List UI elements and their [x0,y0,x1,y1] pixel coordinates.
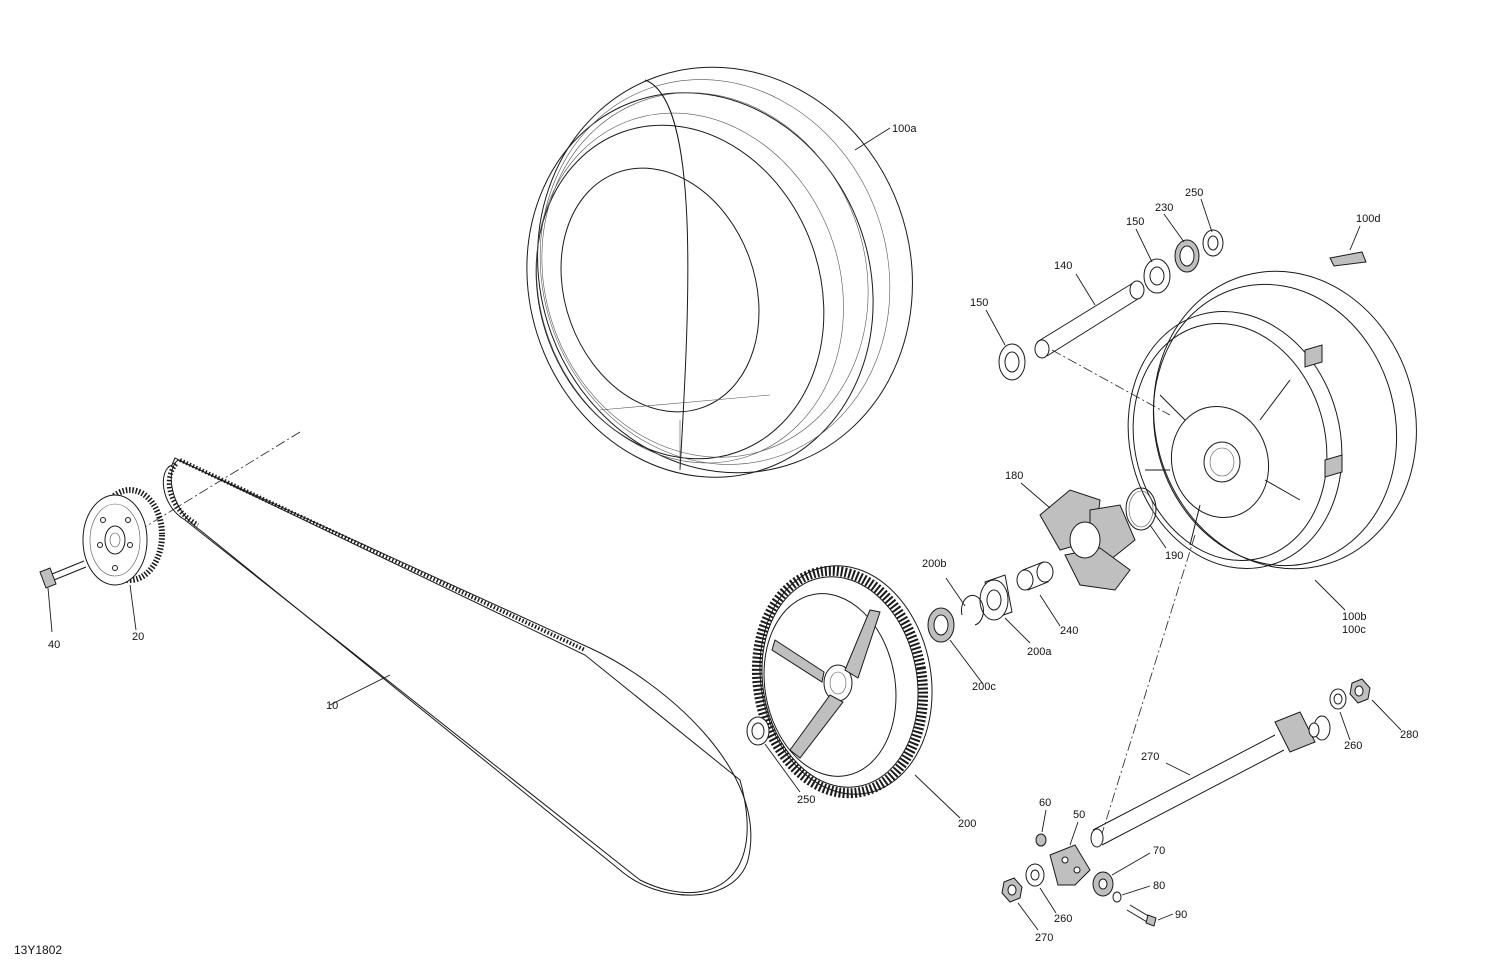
washer-left[interactable] [1025,863,1045,887]
label-spacer-tube: 140 [1054,260,1072,272]
label-adjuster: 50 [1073,809,1085,821]
bolt-90[interactable] [1126,904,1157,927]
label-damper: 180 [1005,470,1023,482]
washer-70[interactable] [1092,871,1114,897]
label-pulley-bolt: 40 [48,639,60,651]
label-sleeve: 240 [1060,625,1078,637]
seal[interactable] [1174,239,1200,273]
belt[interactable] [162,457,752,896]
label-nut-left: 270 [1035,932,1053,944]
label-belt: 10 [326,700,338,712]
nut-small[interactable] [1035,833,1047,847]
label-tire: 100a [892,123,917,135]
label-bearing-right: 150 [1126,216,1144,228]
circlip[interactable] [961,594,984,626]
label-rim-c: 100c [1342,624,1366,636]
label-washer-left: 260 [1054,913,1072,925]
diagram-id: 13Y1802 [14,943,62,957]
spacer-tube[interactable] [1034,280,1145,359]
label-spacer-bottom: 250 [797,794,815,806]
label-washer-right: 260 [1344,740,1362,752]
rim[interactable] [1100,241,1449,598]
label-tire-valve: 100d [1356,213,1380,225]
label-washer-80: 80 [1153,880,1165,892]
spacer-bottom[interactable] [746,716,770,746]
axle[interactable] [1090,711,1331,848]
label-sprocket: 200 [958,818,976,830]
label-nut-small: 60 [1039,797,1051,809]
label-bearing-left: 150 [970,297,988,309]
spacer-200a[interactable] [979,574,1013,621]
label-o-ring: 190 [1165,550,1183,562]
washer-80[interactable] [1112,891,1122,903]
seal-200c[interactable] [927,607,955,643]
label-axle: 270 [1141,751,1159,763]
label-circlip: 200b [922,558,946,570]
label-nut-right: 280 [1400,729,1418,741]
label-spacer-top: 250 [1185,187,1203,199]
tire[interactable] [474,14,969,526]
label-spacer-200a: 200a [1027,646,1052,658]
damper[interactable] [1039,489,1136,591]
drive-pulley[interactable] [82,487,165,586]
label-rim-b: 100b [1342,611,1366,623]
bearing-left[interactable] [998,343,1026,381]
callout-labels: 100a 100d 100b 100c 10 20 40 140 150 150… [14,123,1418,957]
label-washer-70: 70 [1153,845,1165,857]
label-bolt-90: 90 [1175,909,1187,921]
leader-lines [47,127,1402,931]
o-ring[interactable] [1125,487,1157,531]
label-drive-pulley: 20 [132,631,144,643]
label-seal-200c: 200c [972,681,996,693]
washer-right[interactable] [1329,688,1347,710]
nut-right[interactable] [1349,678,1371,704]
sprocket[interactable] [740,552,950,808]
spacer-top[interactable] [1202,229,1224,257]
label-seal: 230 [1155,202,1173,214]
sleeve[interactable] [1016,561,1054,591]
adjuster[interactable] [1049,844,1091,886]
tire-valve[interactable] [1329,251,1367,267]
nut-left[interactable] [1001,877,1023,903]
pulley-bolt[interactable] [39,560,87,589]
bearing-right[interactable] [1143,258,1171,294]
